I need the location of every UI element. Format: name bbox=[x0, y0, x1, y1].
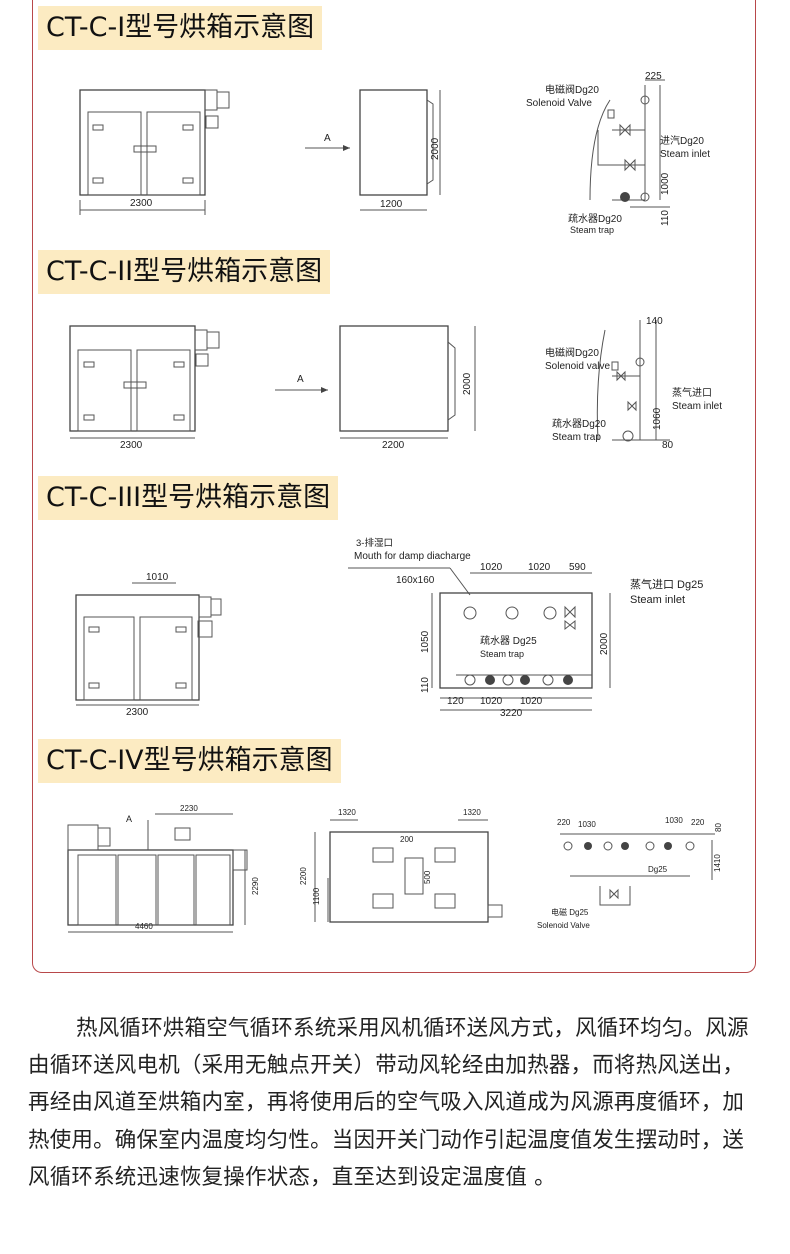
damp-label-cn: 3-排湿口 bbox=[356, 537, 393, 549]
dim-pipe-bottom: 80 bbox=[662, 440, 674, 451]
dim-side-mid: 500 bbox=[423, 870, 432, 884]
dim-c: 590 bbox=[569, 562, 586, 573]
dim-pipe-width: 225 bbox=[645, 71, 662, 82]
dim-bottom-c: 1020 bbox=[520, 696, 543, 707]
dim-side-left: 1320 bbox=[338, 808, 356, 817]
damp-label-en: Mouth for damp diacharge bbox=[354, 551, 471, 562]
valve-label-en: Solenoid Valve bbox=[537, 921, 590, 930]
diagram-frame bbox=[32, 0, 756, 973]
inlet-label-cn: 进汽Dg20 bbox=[660, 134, 704, 147]
trap-label-en: Steam trap bbox=[570, 225, 614, 235]
side-view bbox=[359, 89, 441, 211]
dim-side-center: 200 bbox=[400, 835, 414, 844]
dim-pipe-height: 1060 bbox=[652, 407, 663, 430]
piping-diagram bbox=[589, 79, 670, 208]
dim-pipe-width: 140 bbox=[646, 316, 663, 327]
trap-label-cn: 疏水器Dg20 bbox=[552, 417, 606, 430]
side-view bbox=[339, 325, 476, 439]
dim-side-height: 2200 bbox=[299, 867, 308, 885]
dim-front-width: 4460 bbox=[135, 922, 153, 931]
dim-pipe-a: 220 bbox=[557, 818, 571, 827]
section-title-ct-c-ii: CT-C-II型号烘箱示意图 bbox=[38, 250, 331, 294]
dim-front-height: 2290 bbox=[251, 877, 260, 895]
diagram-ct-c-i: 2300 A 2000 1200 225 电磁阀Dg20 Solenoid Va… bbox=[79, 71, 710, 235]
dim-left-h1: 1050 bbox=[420, 630, 431, 653]
valve-label-cn: 电磁 Dg25 bbox=[551, 907, 589, 917]
dim-side-low: 1100 bbox=[312, 887, 321, 905]
description-paragraph: 热风循环烘箱空气循环系统采用风机循环送风方式，风循环均匀。风源由循环送风电机（采… bbox=[28, 1016, 749, 1190]
piping-diagram bbox=[596, 320, 670, 442]
dim-front-width: 2300 bbox=[130, 198, 153, 209]
section-title-ct-c-i: CT-C-I型号烘箱示意图 bbox=[38, 6, 323, 50]
dim-total-width: 3220 bbox=[500, 708, 523, 719]
front-arrow: A bbox=[126, 814, 132, 824]
trap-label-cn: 疏水器 Dg25 bbox=[480, 634, 537, 647]
dim-top: 1010 bbox=[146, 572, 169, 583]
inlet-label-cn: 蒸气进口 Dg25 bbox=[630, 577, 703, 591]
dim-left-h2: 110 bbox=[420, 677, 431, 693]
damp-size: 160x160 bbox=[396, 575, 435, 586]
dim-pipe-bottom: 110 bbox=[660, 210, 671, 226]
front-view bbox=[67, 813, 248, 933]
trap-label-en: Steam trap bbox=[480, 649, 524, 659]
front-view bbox=[79, 89, 230, 215]
section-title-ct-c-iii: CT-C-III型号烘箱示意图 bbox=[38, 476, 339, 520]
inlet-label-en: Steam inlet bbox=[630, 594, 685, 606]
dim-pipe-h: 1410 bbox=[713, 854, 722, 872]
dim-a: 1020 bbox=[480, 562, 503, 573]
front-view bbox=[75, 582, 222, 706]
dim-side-width: 2200 bbox=[382, 440, 405, 451]
piping-diagram bbox=[560, 833, 715, 906]
dim-pipe-e: 80 bbox=[714, 823, 723, 832]
diagram-ct-c-iii: 1010 2300 3-排湿口 Mouth for damp diacharge… bbox=[75, 537, 703, 719]
valve-label-cn: 电磁阀Dg20 bbox=[545, 83, 599, 96]
dim-right-h: 2000 bbox=[599, 632, 610, 655]
valve-label-en: Solenoid valve bbox=[545, 361, 610, 372]
section-title-ct-c-iv: CT-C-IV型号烘箱示意图 bbox=[38, 739, 341, 783]
dim-bottom-a: 120 bbox=[447, 696, 464, 707]
valve-label-en: Solenoid Valve bbox=[526, 98, 592, 109]
inlet-label-cn: 蒸气进口 bbox=[672, 386, 712, 399]
diagram-ct-c-ii: 2300 A 2000 2200 140 电磁阀Dg20 Solenoid va… bbox=[69, 316, 722, 451]
dim-front-width: 2300 bbox=[126, 707, 149, 718]
side-view bbox=[314, 819, 503, 923]
valve-label-cn: 电磁阀Dg20 bbox=[545, 346, 599, 359]
trap-label-en: Steam trap bbox=[552, 432, 601, 443]
dim-b: 1020 bbox=[528, 562, 551, 573]
dim-side-height: 2000 bbox=[462, 372, 473, 395]
dim-pipe-height: 1000 bbox=[660, 172, 671, 195]
dim-front-top: 2230 bbox=[180, 804, 198, 813]
inlet-label-en: Steam inlet bbox=[672, 401, 722, 412]
dim-pipe-b: 1030 bbox=[578, 820, 596, 829]
diagram-ct-c-iv: A 2230 2290 4460 1320 1320 200 2200 1100… bbox=[67, 804, 723, 933]
layout-plan bbox=[431, 572, 611, 711]
dim-side-right: 1320 bbox=[463, 808, 481, 817]
inlet-label-en: Steam inlet bbox=[660, 149, 710, 160]
view-arrow-label: A bbox=[324, 133, 331, 144]
dim-side-width: 1200 bbox=[380, 199, 403, 210]
dim-front-width: 2300 bbox=[120, 440, 143, 451]
dim-pipe-c: 1030 bbox=[665, 816, 683, 825]
view-arrow-label: A bbox=[297, 374, 304, 385]
trap-label-cn: 疏水器Dg20 bbox=[568, 212, 622, 225]
front-view bbox=[69, 325, 220, 439]
dim-side-height: 2000 bbox=[430, 137, 441, 160]
dim-bottom-b: 1020 bbox=[480, 696, 503, 707]
dim-pipe-d: 220 bbox=[691, 818, 705, 827]
pipe-dg: Dg25 bbox=[648, 865, 668, 874]
